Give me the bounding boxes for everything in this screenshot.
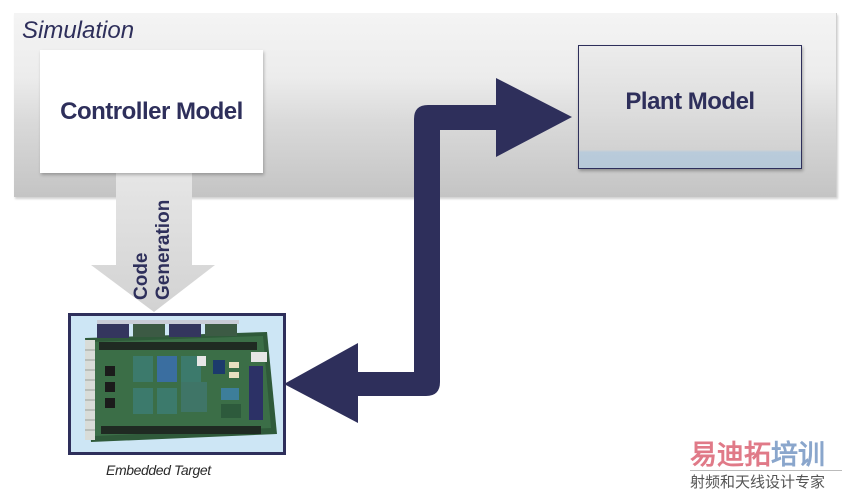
arrow-path bbox=[284, 78, 572, 423]
crystal bbox=[197, 356, 206, 366]
watermark-tagline: 射频和天线设计专家 bbox=[690, 470, 842, 491]
serial-connector-1 bbox=[97, 324, 129, 338]
serial-connector-2 bbox=[133, 323, 165, 337]
plant-model-block[interactable]: Plant Model bbox=[578, 45, 802, 169]
code-generation-arrow-shape bbox=[91, 173, 215, 312]
cpu-chip bbox=[181, 382, 207, 412]
plant-model-label: Plant Model bbox=[625, 88, 755, 115]
db25-connector bbox=[249, 366, 263, 420]
watermark: 易迪拓培训 射频和天线设计专家 bbox=[690, 440, 848, 491]
header-strip-bottom bbox=[101, 426, 261, 434]
serial-connector-3 bbox=[169, 323, 201, 337]
embedded-target-block[interactable] bbox=[68, 313, 286, 455]
chip-3 bbox=[181, 356, 201, 382]
embedded-target-caption: Embedded Target bbox=[106, 462, 211, 478]
serial-connector-4 bbox=[205, 322, 237, 336]
simulation-title: Simulation bbox=[22, 17, 135, 44]
chip-5 bbox=[157, 388, 177, 414]
chip-2 bbox=[157, 356, 177, 382]
chip-1 bbox=[133, 356, 153, 382]
chip-4 bbox=[133, 388, 153, 414]
controller-model-block[interactable]: Controller Model bbox=[40, 50, 263, 173]
circuit-board-image bbox=[85, 320, 277, 442]
header-strip-top bbox=[99, 342, 257, 350]
controller-model-label: Controller Model bbox=[60, 97, 243, 125]
watermark-brand: 易迪拓培训 bbox=[690, 440, 825, 470]
